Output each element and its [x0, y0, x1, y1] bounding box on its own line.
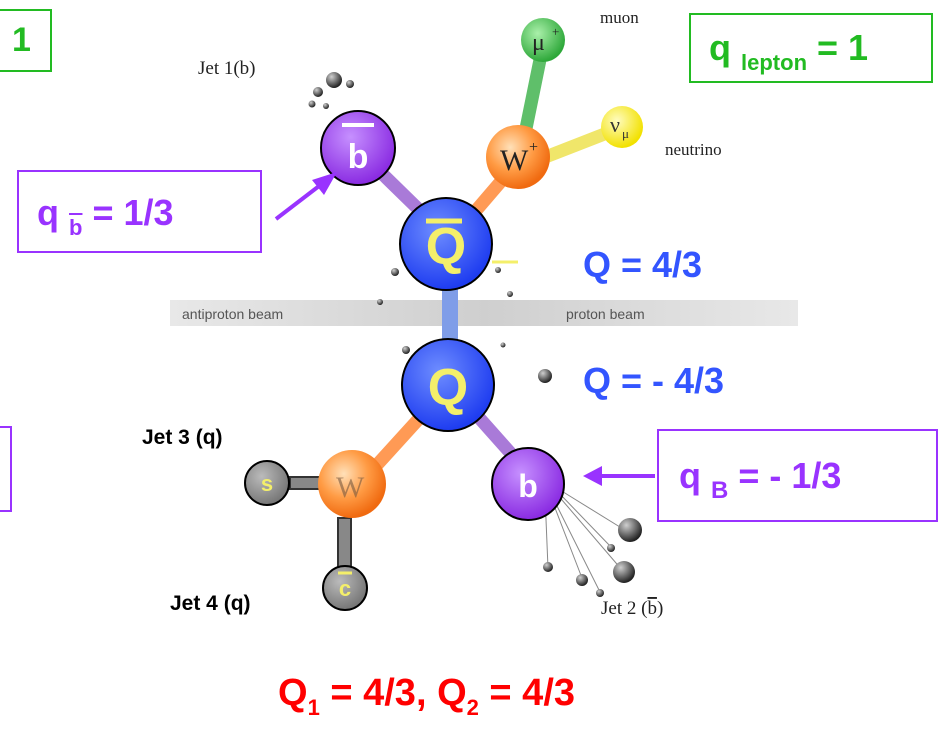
wminus-symbol: W [336, 471, 365, 504]
cbar-quark [322, 565, 368, 611]
beam-line [170, 300, 798, 326]
neutrino-label: neutrino [665, 140, 722, 159]
upper-charge-label: Q = 4/3 [583, 244, 702, 285]
s-symbol: s [261, 471, 273, 496]
cbar-symbol: c [339, 576, 351, 601]
q-lepton-box: q lepton = 1 [689, 13, 933, 83]
antiproton-beam-label: antiproton beam [182, 306, 283, 322]
q-bbar-box: q b = 1/3 [17, 170, 262, 253]
muon-charge-sup: + [552, 24, 559, 39]
jet1-spray [308, 72, 354, 109]
q-b-text: q B = - 1/3 [679, 455, 842, 504]
left-top-box-text: 1 [12, 21, 31, 59]
jet4-label: Jet 4 (q) [170, 592, 251, 615]
q-b-box: q B = - 1/3 [657, 429, 938, 522]
wplus-particle [486, 125, 550, 189]
qbar-particle [399, 197, 493, 291]
q-b-arrow-head [583, 466, 602, 486]
muon-symbol: μ [532, 30, 545, 56]
q-bbar-arrow-head [312, 172, 337, 195]
left-middle-box [0, 426, 12, 512]
q-bbar-text: q b = 1/3 [37, 192, 174, 240]
jet2-label: Jet 2 (b) [601, 598, 663, 619]
jet3-label: Jet 3 (q) [142, 426, 223, 449]
jet2-spray [543, 489, 642, 597]
neutrino-symbol: ν [610, 112, 620, 137]
neutrino-particle [601, 106, 643, 148]
wplus-sup: + [529, 139, 538, 156]
q2-sub: 2 [466, 695, 479, 720]
b-particle [491, 447, 565, 521]
q-particle [401, 338, 495, 432]
q1-sub: 1 [307, 695, 320, 720]
jet1-label: Jet 1(b) [198, 58, 256, 79]
b-symbol: b [518, 468, 538, 504]
q-lepton-text: q lepton = 1 [709, 27, 869, 75]
qbar-symbol: Q [426, 218, 466, 276]
wplus-symbol: W [500, 144, 529, 177]
neutrino-sub: μ [622, 126, 629, 141]
bbar-particle [320, 110, 396, 186]
q-symbol: Q [428, 359, 468, 417]
muon-label: muon [600, 8, 639, 27]
q-b-sub: B [711, 477, 729, 504]
proton-beam-label: proton beam [566, 306, 645, 322]
total-charge-summary: Q1 = 4/3, Q2 = 4/3 [278, 672, 576, 720]
s-quark [244, 460, 290, 506]
wminus-particle [318, 450, 386, 518]
bbar-symbol: b [348, 138, 369, 176]
q-bbar-sub: b [69, 215, 83, 240]
q-bbar-arrow [274, 181, 325, 221]
jet2-flavor: b [647, 598, 657, 619]
muon-particle [521, 18, 565, 62]
lower-charge-label: Q = - 4/3 [583, 360, 724, 401]
q-lepton-sub: lepton [741, 50, 808, 75]
left-top-box: 1 [0, 9, 52, 72]
jet4-connector [337, 517, 352, 571]
